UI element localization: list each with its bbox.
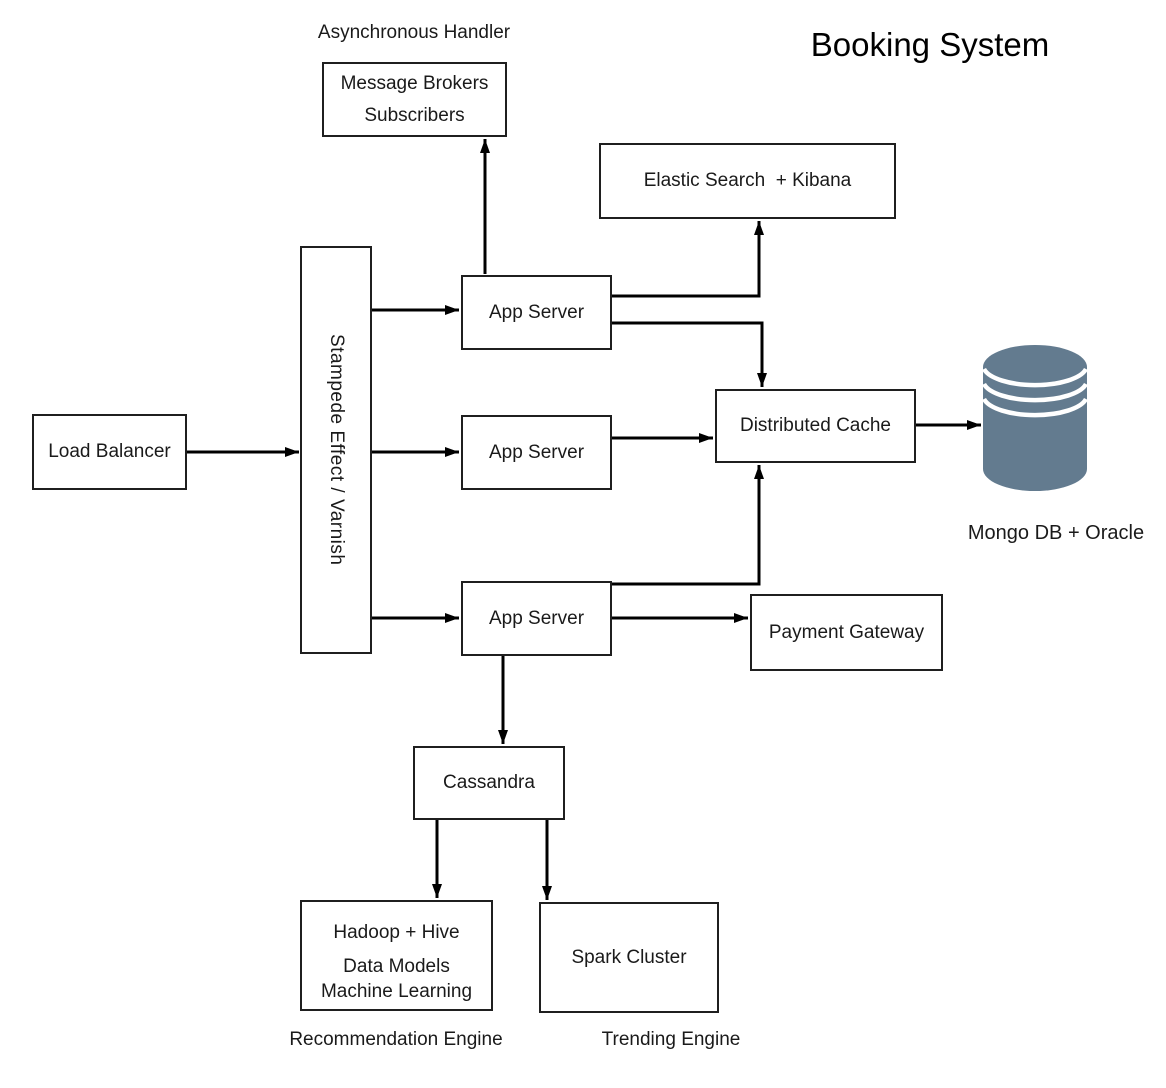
hadoop-line1: Hadoop + Hive [333, 922, 460, 943]
node-app-server-top: App Server [461, 275, 612, 350]
message-brokers-line2: Subscribers [364, 104, 465, 126]
node-hadoop-hive: Hadoop + Hive Data Models Machine Learni… [300, 900, 493, 1011]
node-app-server-middle: App Server [461, 415, 612, 490]
node-app-server-bottom: App Server [461, 581, 612, 656]
node-stampede-varnish: Stampede Effect / Varnish [300, 246, 372, 654]
label-asynchronous-handler: Asynchronous Handler [317, 22, 511, 43]
node-cassandra: Cassandra [413, 746, 565, 820]
message-brokers-line1: Message Brokers [340, 72, 489, 94]
hadoop-line3: Machine Learning [320, 981, 473, 1002]
node-elastic-search-kibana: Elastic Search + Kibana [599, 143, 896, 219]
node-payment-gateway: Payment Gateway [750, 594, 943, 671]
label-trending-engine: Trending Engine [601, 1029, 741, 1050]
label-recommendation-engine: Recommendation Engine [289, 1029, 503, 1050]
node-message-brokers: Message Brokers Subscribers [322, 62, 507, 137]
edge-app-server-top-to-elastic-search [612, 221, 764, 298]
edge-app-server-bottom-to-distributed-cache [612, 465, 764, 586]
hadoop-line2: Data Models [343, 956, 450, 977]
node-spark-cluster: Spark Cluster [539, 902, 719, 1013]
label-mongo-db-oracle: Mongo DB + Oracle [967, 522, 1145, 544]
edge-app-server-top-to-distributed-cache [612, 321, 767, 387]
node-load-balancer: Load Balancer [32, 414, 187, 490]
node-distributed-cache: Distributed Cache [715, 389, 916, 463]
database-cylinder-icon [983, 345, 1087, 491]
page-title: Booking System [810, 26, 1050, 63]
